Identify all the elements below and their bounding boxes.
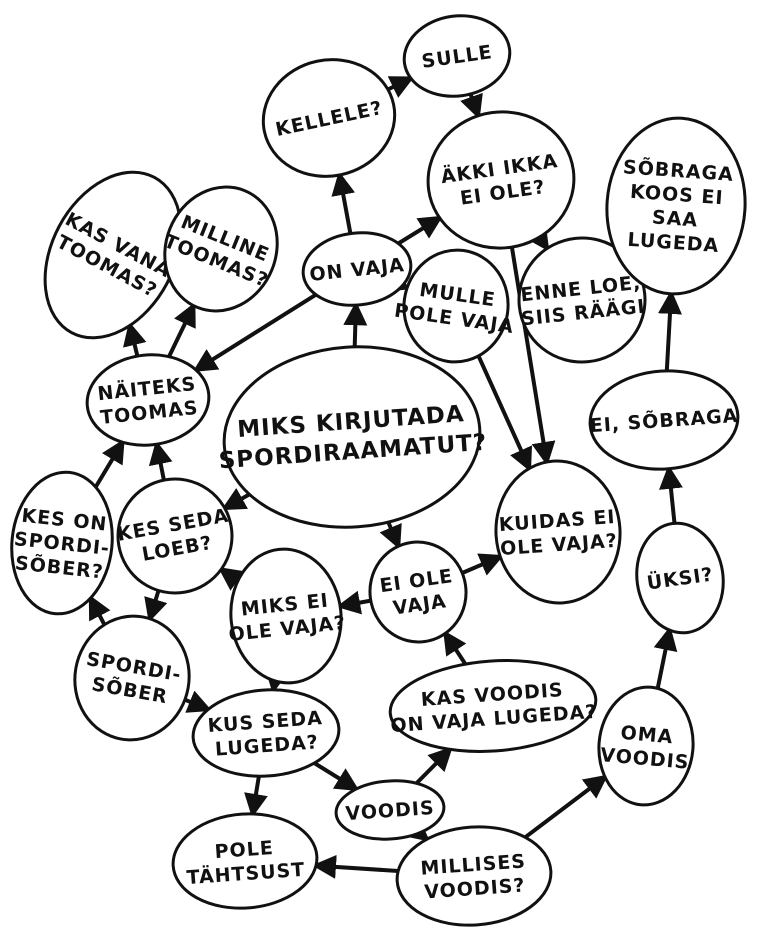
arrow-ei_ole_vaja-to-kuidas bbox=[460, 553, 504, 576]
bubble-kellele: KELLELE? bbox=[261, 58, 397, 178]
arrow-naiteks-to-kas_vana bbox=[123, 321, 147, 359]
bubble-outline bbox=[334, 779, 446, 841]
bubble-on-vaja: ON VAJA bbox=[301, 231, 413, 307]
arrow-on_vaja-to-naiteks bbox=[192, 292, 318, 373]
arrow-kus_seda-to-pole_tahtsust bbox=[244, 774, 268, 818]
bubble-label: POLE bbox=[214, 837, 275, 863]
bubble-outline bbox=[301, 231, 413, 307]
arrow-on_vaja-to-akki bbox=[396, 215, 444, 246]
bubble-label: OMA bbox=[620, 722, 674, 749]
arrow-center-to-kes_seda bbox=[221, 487, 252, 511]
arrow-sulle-to-akki bbox=[460, 92, 483, 120]
arrow-center-to-ei_ole_vaja bbox=[379, 520, 402, 550]
bubble-outline bbox=[73, 614, 191, 742]
bubble-outline bbox=[229, 547, 343, 685]
bubble-outline bbox=[588, 369, 740, 471]
bubble-outline bbox=[85, 353, 211, 447]
bubble-outline bbox=[116, 477, 234, 595]
bubble-outline bbox=[402, 14, 512, 98]
bubble-outline bbox=[494, 459, 622, 605]
arrows-layer bbox=[88, 76, 683, 879]
bubble-outline bbox=[368, 540, 468, 644]
arrow-spordisober-to-kus_seda bbox=[182, 690, 213, 713]
arrow-miks_ei-to-kes_seda bbox=[217, 566, 245, 591]
bubble-uksi: ÜKSI? bbox=[635, 521, 725, 635]
arrow-spordisober-to-kes_on bbox=[88, 594, 111, 627]
arrow-mulle-to-kuidas bbox=[476, 353, 533, 473]
bubble-ei-sobraga: EI, SÕBRAGA bbox=[588, 369, 740, 471]
arrow-kes_seda-to-spordisober bbox=[144, 588, 168, 623]
bubble-outline bbox=[388, 659, 598, 753]
bubble-outline bbox=[163, 185, 279, 313]
arrow-millises-to-pole_tahtsust bbox=[312, 854, 401, 879]
bubble-outline bbox=[10, 470, 114, 616]
bubble-outline bbox=[635, 521, 725, 635]
bubble-outline bbox=[43, 170, 183, 340]
arrow-akki-to-enne_loe bbox=[526, 225, 550, 252]
bubble-outline bbox=[191, 688, 341, 778]
arrow-kus_seda-to-voodis bbox=[312, 761, 360, 792]
arrow-akki-to-kuidas bbox=[509, 245, 556, 466]
arrow-kellele-to-sulle bbox=[385, 76, 415, 98]
bubble-enne-loe: ENNE LOE,SIIS RÄÄGI bbox=[517, 236, 647, 364]
bubble-voodis: VOODIS bbox=[334, 779, 446, 841]
arrow-center-to-on_vaja bbox=[343, 301, 368, 349]
bubble-outline bbox=[395, 825, 553, 927]
bubble-label: SAA bbox=[651, 206, 699, 231]
bubble-outline bbox=[402, 248, 510, 364]
bubble-outline bbox=[171, 812, 319, 910]
arrow-oma_voodis-to-uksi bbox=[653, 626, 678, 691]
arrow-ei_ole_vaja-to-miks_ei bbox=[336, 590, 373, 615]
arrow-on_vaja-to-kellele bbox=[331, 171, 356, 236]
arrow-kes_seda-to-naiteks bbox=[148, 440, 173, 483]
bubble-outline bbox=[597, 685, 695, 807]
bubble-outline bbox=[222, 345, 482, 529]
arrow-naiteks-to-milline bbox=[167, 302, 196, 359]
arrow-voodis-to-kas_voodis bbox=[414, 746, 453, 786]
bubble-outline bbox=[426, 110, 576, 250]
bubble-outline bbox=[517, 236, 647, 364]
bubble-outline bbox=[261, 58, 397, 178]
arrow-millises-to-oma_voodis bbox=[523, 774, 609, 840]
bubble-outline bbox=[605, 116, 747, 296]
bubble-sulle: SULLE bbox=[402, 14, 512, 98]
arrow-kes_on-to-naiteks bbox=[93, 438, 125, 489]
arrow-kas_voodis-to-ei_ole_vaja bbox=[443, 630, 468, 667]
arrow-uksi-to-ei_sobraga bbox=[659, 464, 683, 526]
arrow-ei_sobraga-to-sobraga_koos bbox=[658, 289, 682, 373]
bubble-spordisober: SPORDI-SÕBER bbox=[73, 614, 191, 742]
